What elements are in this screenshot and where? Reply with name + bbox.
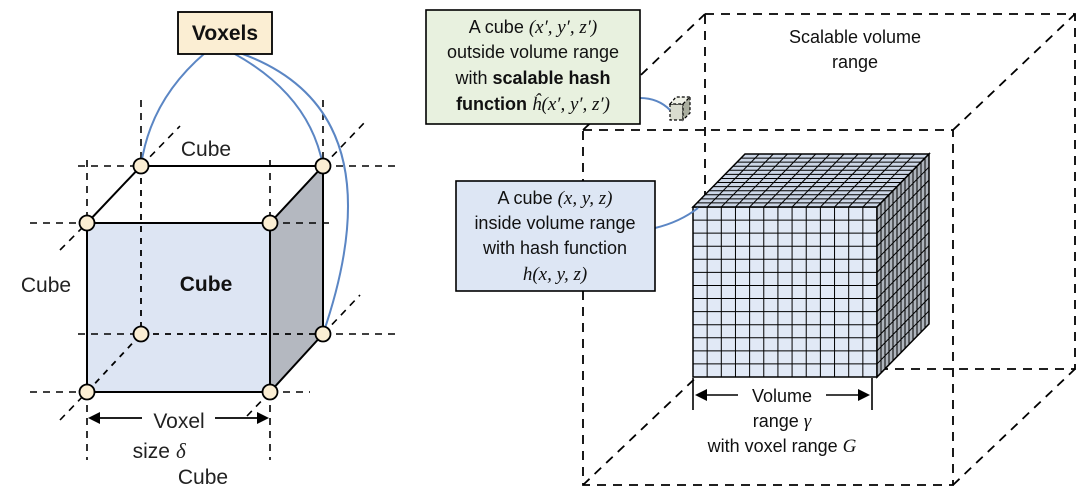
- cube-hidden-edges: [86, 166, 323, 393]
- outside-callout-line2: outside volume range: [447, 42, 619, 62]
- voxels-label-box: [177, 11, 273, 55]
- voxel-grid-line: [876, 192, 930, 247]
- inside-callout-line1: A cube (x, y, z): [498, 188, 613, 209]
- voxel-grid-front-face: [692, 206, 878, 378]
- voxel-grid-line: [876, 297, 930, 352]
- voxel-size-symbol: δ: [176, 439, 187, 463]
- scalable-volume-label-line2: range: [832, 52, 878, 72]
- left-cube-diagram: Voxels Cube Cube Cube Cube Voxel size δ: [21, 11, 398, 489]
- voxel-grid-line: [820, 153, 873, 208]
- voxel-grid-line: [777, 153, 831, 208]
- scalable-volume-outline: [582, 13, 1076, 486]
- voxel-grid-line: [876, 166, 930, 221]
- voxel-point: [314, 325, 332, 343]
- voxel-grid-line: [791, 153, 845, 208]
- inside-callout-line3: with hash function: [482, 238, 627, 258]
- cube-label-bottom: Cube: [178, 466, 228, 489]
- voxel-grid-line: [763, 153, 817, 208]
- voxel-point: [132, 157, 150, 175]
- voxel-grid-line: [876, 205, 930, 260]
- voxel-grid-line: [876, 258, 930, 312]
- volume-range-line3: with voxel range G: [707, 436, 857, 457]
- voxel-grid-line: [720, 153, 774, 208]
- voxel-grid-line: [706, 153, 760, 208]
- voxel-link-lines: [140, 52, 349, 335]
- voxel-size-dimension: [88, 412, 269, 424]
- voxel-grid-line: [876, 245, 930, 299]
- voxel-grid-line: [876, 271, 930, 326]
- voxel-grid-line: [749, 153, 802, 208]
- voxel-point: [132, 325, 150, 343]
- voxel-grid-cube: [691, 152, 931, 379]
- voxel-size-label-line1: Voxel: [153, 410, 204, 433]
- voxel-grid-line: [876, 219, 930, 273]
- cube-front-face: [86, 222, 271, 393]
- voxel-points: [78, 157, 332, 401]
- voxel-grid-line: [848, 153, 902, 208]
- voxel-grid-line: [876, 284, 930, 339]
- voxel-grid-line: [862, 153, 916, 208]
- voxel-point: [314, 157, 332, 175]
- voxel-grid-line: [876, 310, 930, 365]
- cube-label-center: Cube: [180, 273, 233, 296]
- voxel-point: [261, 383, 279, 401]
- outside-callout-line4: function ĥ(x′, y′, z′): [456, 93, 610, 115]
- voxel-size-label-line2: size: [133, 440, 170, 463]
- outside-cube-callout: [425, 9, 641, 125]
- cube-label-top: Cube: [181, 138, 231, 161]
- voxel-point: [78, 214, 96, 232]
- voxel-grid-line: [876, 179, 930, 234]
- callout-connectors: [639, 97, 699, 229]
- volume-range-line2: range γ: [753, 411, 812, 432]
- outside-small-cube: [668, 95, 692, 122]
- volume-range-line1: Volume: [752, 386, 812, 406]
- inside-callout-line2: inside volume range: [474, 213, 635, 233]
- voxel-grid-line: [805, 153, 859, 208]
- voxel-grid-line: [876, 232, 930, 286]
- outside-callout-line1: A cube (x′, y′, z′): [469, 17, 597, 38]
- cube-label-left: Cube: [21, 274, 71, 297]
- inside-callout-line4: h(x, y, z): [523, 264, 587, 285]
- scalable-volume-label-line1: Scalable volume: [789, 27, 921, 47]
- voxel-point: [78, 383, 96, 401]
- voxel-grid-side-face: [876, 152, 930, 379]
- voxel-point: [261, 214, 279, 232]
- voxel-grid-line: [834, 153, 887, 208]
- inside-cube-callout: [455, 180, 656, 292]
- volume-range-dimension: [692, 378, 873, 410]
- voxel-grid-line: [735, 153, 788, 208]
- outside-callout-line3: with scalable hash: [454, 68, 610, 88]
- voxels-label: Voxels: [192, 22, 258, 45]
- right-volume-diagram: A cube (x′, y′, z′) outside volume range…: [425, 9, 1076, 486]
